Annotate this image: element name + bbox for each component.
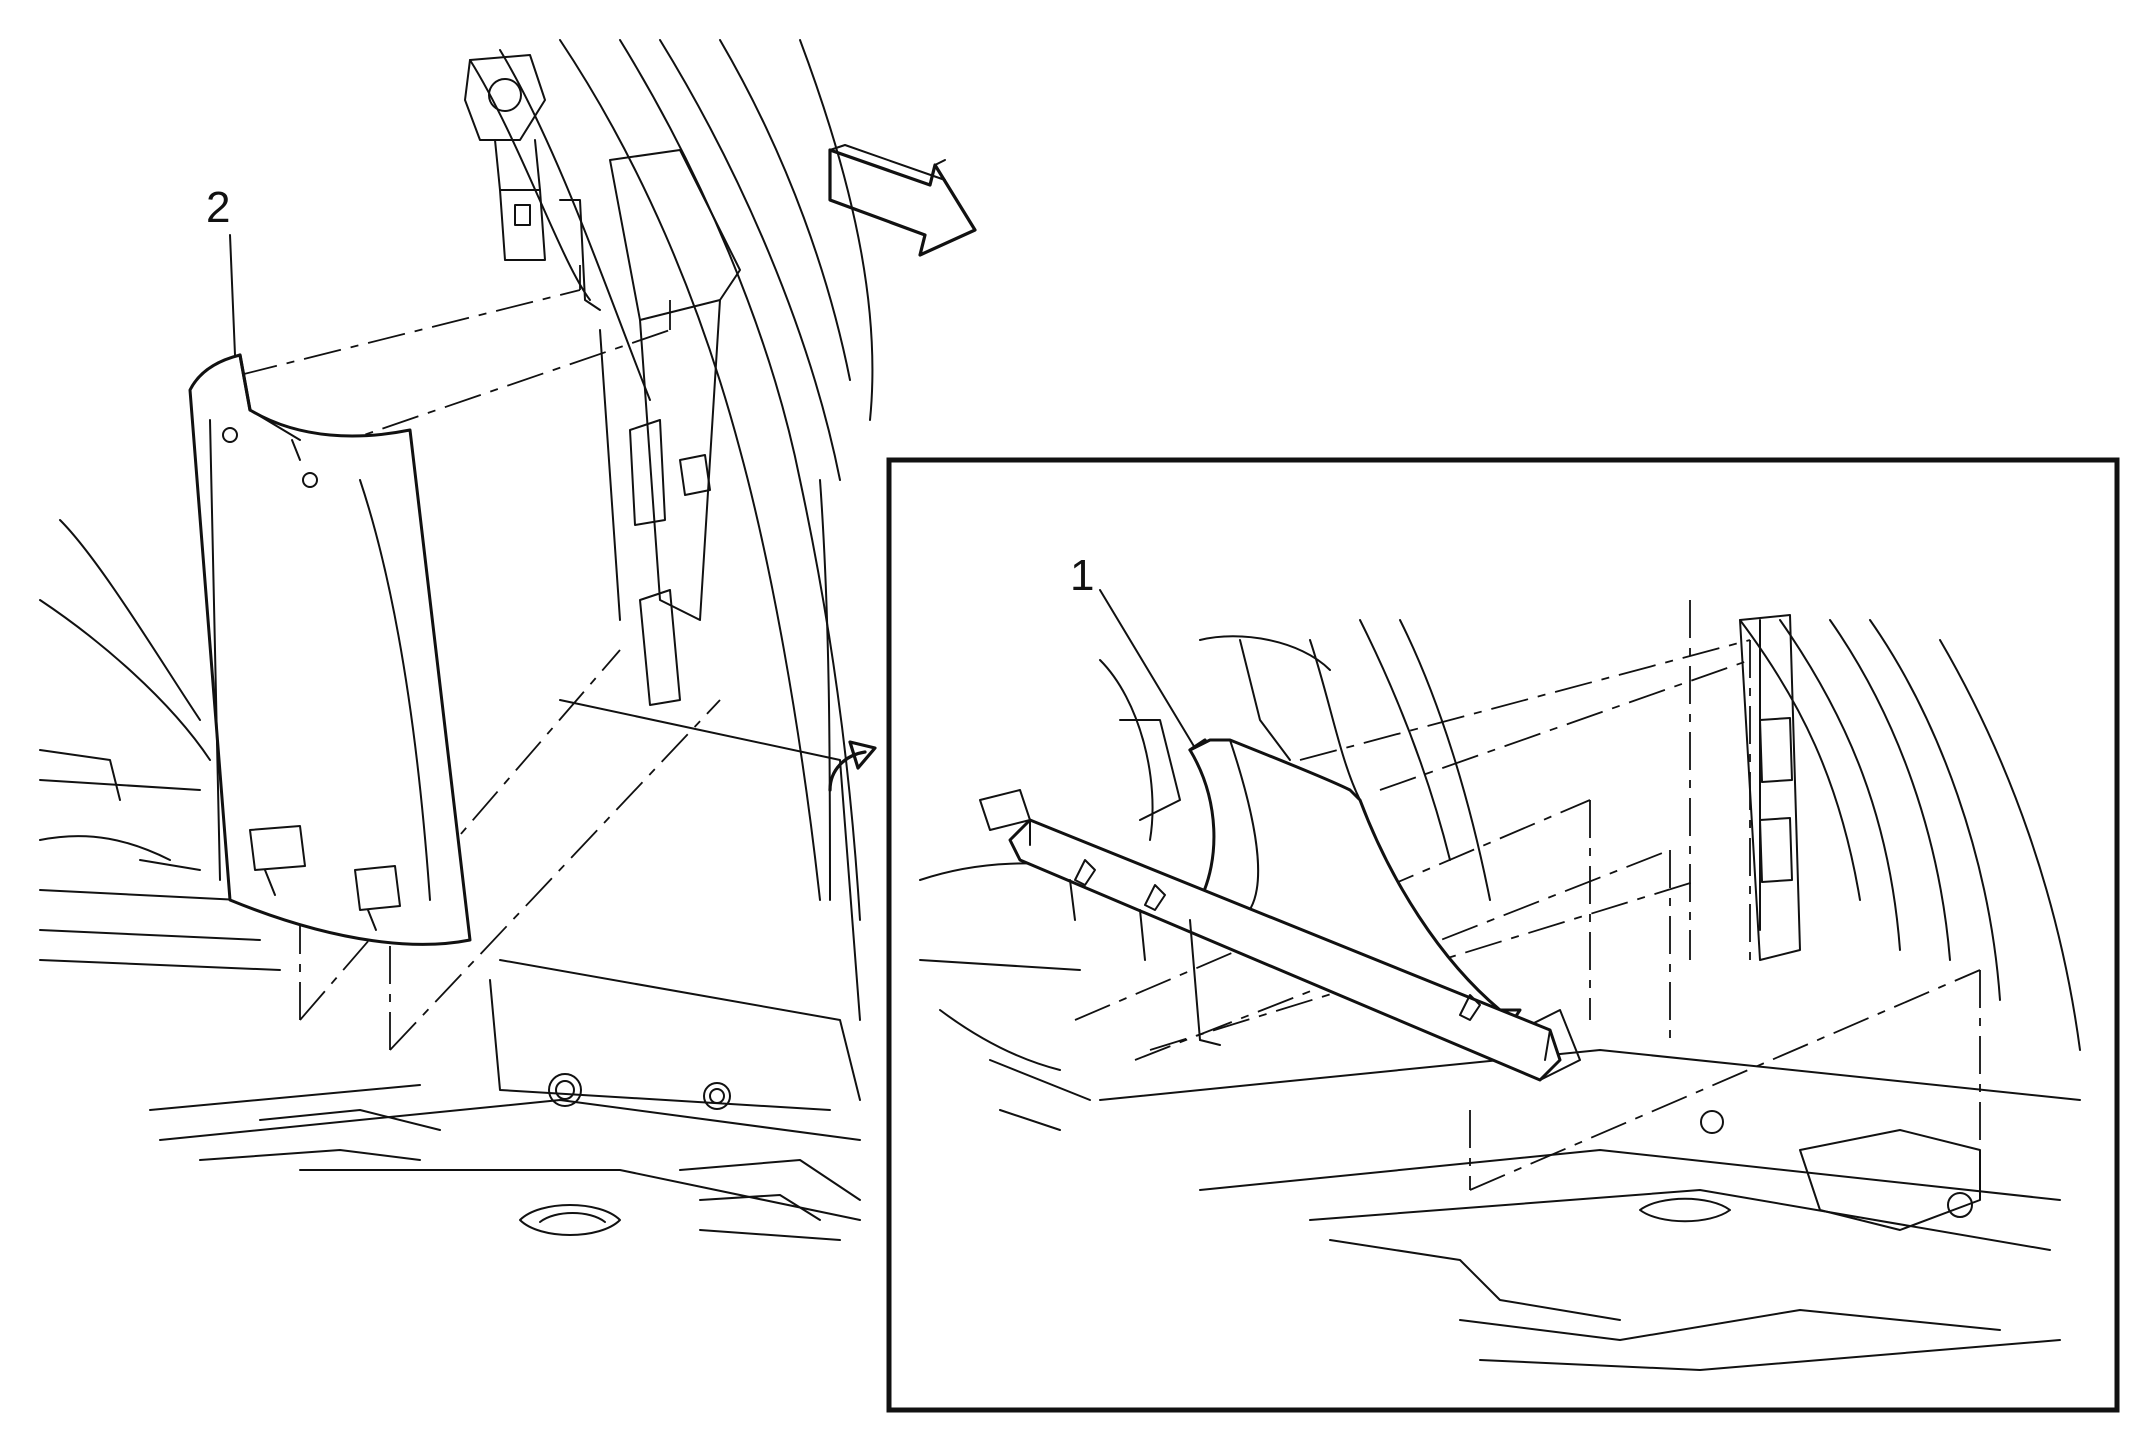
main-view <box>39 39 977 1241</box>
leader-line-1 <box>1099 589 1196 749</box>
front-door-sill-plate-trim <box>1008 738 1562 1082</box>
front-direction-arrow-icon <box>828 144 977 257</box>
callout-2: 2 <box>206 183 231 232</box>
detail-view-arrow-icon <box>828 740 877 792</box>
body-structure <box>39 39 874 1241</box>
callout-1: 1 <box>1070 551 1095 600</box>
detail-inset-view <box>886 457 2120 1413</box>
inset-body-structure <box>919 614 2081 1371</box>
leader-line-2 <box>229 234 236 356</box>
center-pillar-lower-trim-panel <box>188 353 472 946</box>
detail-inset-frame <box>886 457 2120 1413</box>
